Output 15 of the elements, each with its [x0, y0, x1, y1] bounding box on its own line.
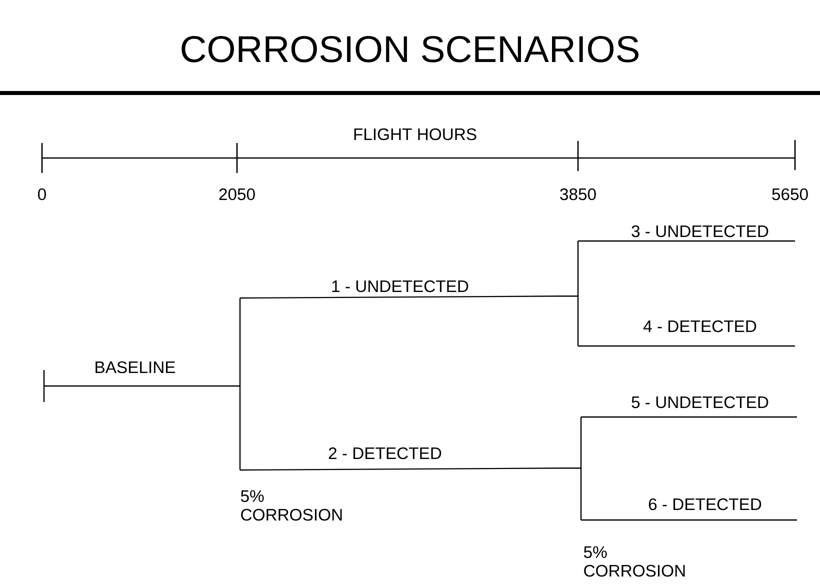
- annotation-text: 5% CORROSION: [584, 546, 685, 577]
- annotation-text: 5% CORROSION: [240, 490, 342, 521]
- axis-title: FLIGHT HOURS: [354, 128, 476, 140]
- branch-label: 2 - DETECTED: [328, 447, 442, 460]
- branch-label: 4 - DETECTED: [643, 320, 756, 332]
- tick-label: 0: [38, 188, 46, 200]
- branch-label: 3 - UNDETECTED: [632, 225, 768, 238]
- branch-label: 6 - DETECTED: [648, 498, 762, 510]
- tick-label: 5650: [772, 188, 808, 200]
- title: CORROSION SCENARIOS: [182, 36, 638, 62]
- branch-label: BASELINE: [96, 361, 176, 374]
- branch-label: 1 - UNDETECTED: [332, 280, 468, 292]
- branch-label: 5 - UNDETECTED: [632, 396, 768, 408]
- tick-label: 3850: [560, 188, 596, 200]
- tick-label: 2050: [219, 188, 255, 200]
